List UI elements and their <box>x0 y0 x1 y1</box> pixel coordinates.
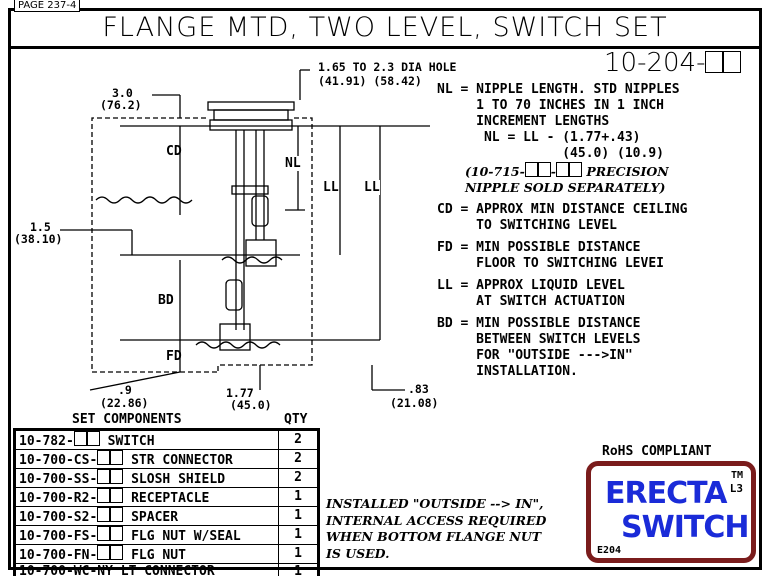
ll-label-2: LL <box>364 180 380 195</box>
component-qty: 1 <box>278 506 319 526</box>
upper-switch <box>251 195 269 227</box>
side-dim-mm: (38.10) <box>14 232 63 246</box>
component-qty: 1 <box>278 544 319 564</box>
page-title: FLANGE MTD, TWO LEVEL, SWITCH SET <box>102 12 668 43</box>
component-name: 10-782- SWITCH <box>14 429 279 450</box>
d83-dim: .83 <box>408 382 429 396</box>
def-fd: FD = MIN POSSIBLE DISTANCE FLOOR TO SWIT… <box>437 240 664 271</box>
erecta-switch-logo: ERECTA SWITCH TM L3 E204 <box>586 461 756 563</box>
flange <box>213 109 289 121</box>
component-qty: 2 <box>278 449 319 469</box>
component-name: 10-700-FN- FLG NUT <box>14 544 279 564</box>
component-qty: 2 <box>278 429 319 450</box>
d177-dim: 1.77 <box>226 386 254 400</box>
width-dim: 3.0 <box>112 86 133 100</box>
qty-header: QTY <box>284 412 308 427</box>
component-qty: 1 <box>278 525 319 545</box>
fd-label: FD <box>166 349 182 364</box>
flange-nut <box>207 101 295 111</box>
ll-label-1: LL <box>323 180 339 195</box>
hole-dim-mm: (41.91) (58.42) <box>318 74 422 88</box>
component-qty: 2 <box>278 468 319 488</box>
page-label: PAGE 237-4 <box>14 0 81 12</box>
install-note: INSTALLED "OUTSIDE --> IN",INTERNAL ACCE… <box>326 496 547 561</box>
component-name: 10-700-R2- RECEPTACLE <box>14 487 279 507</box>
side-dim: 1.5 <box>30 220 51 234</box>
d9-dim-mm: (22.86) <box>100 396 149 410</box>
cd-label: CD <box>166 144 182 159</box>
component-name: 10-700-SS- SLOSH SHIELD <box>14 468 279 488</box>
option-box <box>723 51 742 73</box>
title-bar: FLANGE MTD, TWO LEVEL, SWITCH SET <box>8 8 762 49</box>
d9-dim: .9 <box>118 383 132 397</box>
part-number-text: 10-204- <box>604 48 706 78</box>
def-ll: LL = APPROX LIQUID LEVEL AT SWITCH ACTUA… <box>437 278 625 309</box>
components-header: SET COMPONENTS <box>72 412 182 427</box>
d177-dim-mm: (45.0) <box>230 398 272 412</box>
part-number: 10-204- <box>604 48 742 78</box>
rohs-label: RoHS COMPLIANT <box>602 444 712 459</box>
definitions: NL = NIPPLE LENGTH. STD NIPPLES 1 TO 70 … <box>437 82 687 380</box>
component-name: 10-700-S2- SPACER <box>14 506 279 526</box>
component-name: 10-700-FS- FLG NUT W/SEAL <box>14 525 279 545</box>
component-qty: 1 <box>278 487 319 507</box>
component-name: 10-700-WC-NY LT CONNECTOR <box>14 563 279 576</box>
d83-dim-mm: (21.08) <box>390 396 439 410</box>
component-name: 10-700-CS- STR CONNECTOR <box>14 449 279 469</box>
bd-label: BD <box>158 293 174 308</box>
hole-dim: 1.65 TO 2.3 DIA HOLE <box>318 60 457 74</box>
component-qty: 1 <box>278 563 319 576</box>
nl-label: NL <box>285 156 301 171</box>
lower-switch <box>225 279 243 311</box>
def-nl: NL = NIPPLE LENGTH. STD NIPPLES 1 TO 70 … <box>437 82 680 161</box>
sheet-border <box>8 8 762 570</box>
upper-float <box>245 239 277 267</box>
def-bd: BD = MIN POSSIBLE DISTANCE BETWEEN SWITC… <box>437 316 641 379</box>
option-box <box>705 51 724 73</box>
width-dim-mm: (76.2) <box>100 98 142 112</box>
def-cd: CD = APPROX MIN DISTANCE CEILING TO SWIT… <box>437 202 688 233</box>
lower-float <box>219 323 251 351</box>
